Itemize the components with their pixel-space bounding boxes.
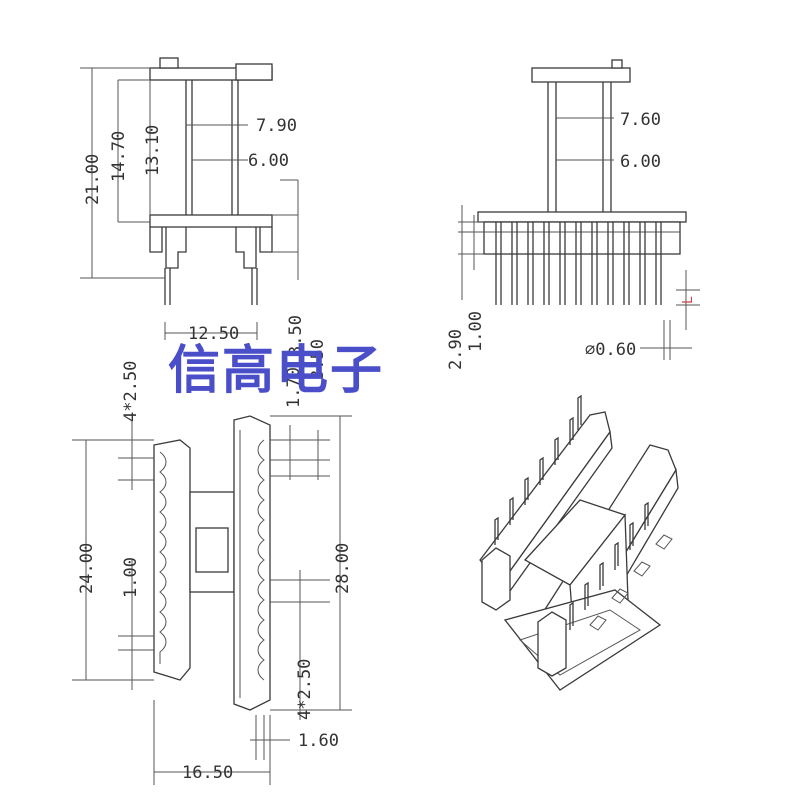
dim-12-50: 12.50 (188, 324, 239, 344)
pin-row (495, 222, 662, 305)
dim-6-00: 6.00 (248, 151, 289, 171)
dim-3-50-top: 3.50 (308, 339, 328, 380)
top-view: 4*2.50 1.70 3.50 24.00 1.00 28.00 4*2.50… (72, 339, 353, 785)
dim-28-00: 28.00 (333, 543, 353, 594)
iso-front-pins (569, 501, 673, 631)
dim-13-10: 13.10 (143, 125, 163, 176)
dim-16-50: 16.50 (182, 763, 233, 783)
dim-7-90: 7.90 (256, 116, 297, 136)
side-view: 7.60 6.00 2.90 1.00 L ⌀0.60 (446, 59, 700, 370)
dim-14-70: 14.70 (109, 131, 129, 182)
dim-7-60: 7.60 (620, 110, 661, 130)
watermark-text: 信高电子 (168, 340, 385, 401)
dim-24-00: 24.00 (77, 543, 97, 594)
dim-21-00: 21.00 (83, 154, 103, 205)
dim-1-00: 1.00 (121, 557, 141, 598)
dim-l: L (681, 296, 696, 304)
iso-back-pins (494, 394, 582, 545)
isometric-view (479, 394, 679, 691)
dim-4x2-50-right: 4*2.50 (295, 659, 315, 720)
dim-1-70: 1.70 (284, 367, 304, 408)
dim-dia-0-60: ⌀0.60 (585, 340, 636, 360)
dim-1-00-side: 1.00 (466, 311, 486, 352)
dim-4x2-50-left: 4*2.50 (121, 361, 141, 422)
dim-3-50: 3.50 (286, 315, 306, 356)
dim-2-90: 2.90 (446, 329, 466, 370)
dim-6-00-side: 6.00 (620, 152, 661, 172)
front-view: 21.00 14.70 13.10 7.90 6.00 3.50 12.50 (80, 57, 306, 356)
dim-1-60: 1.60 (298, 731, 339, 751)
